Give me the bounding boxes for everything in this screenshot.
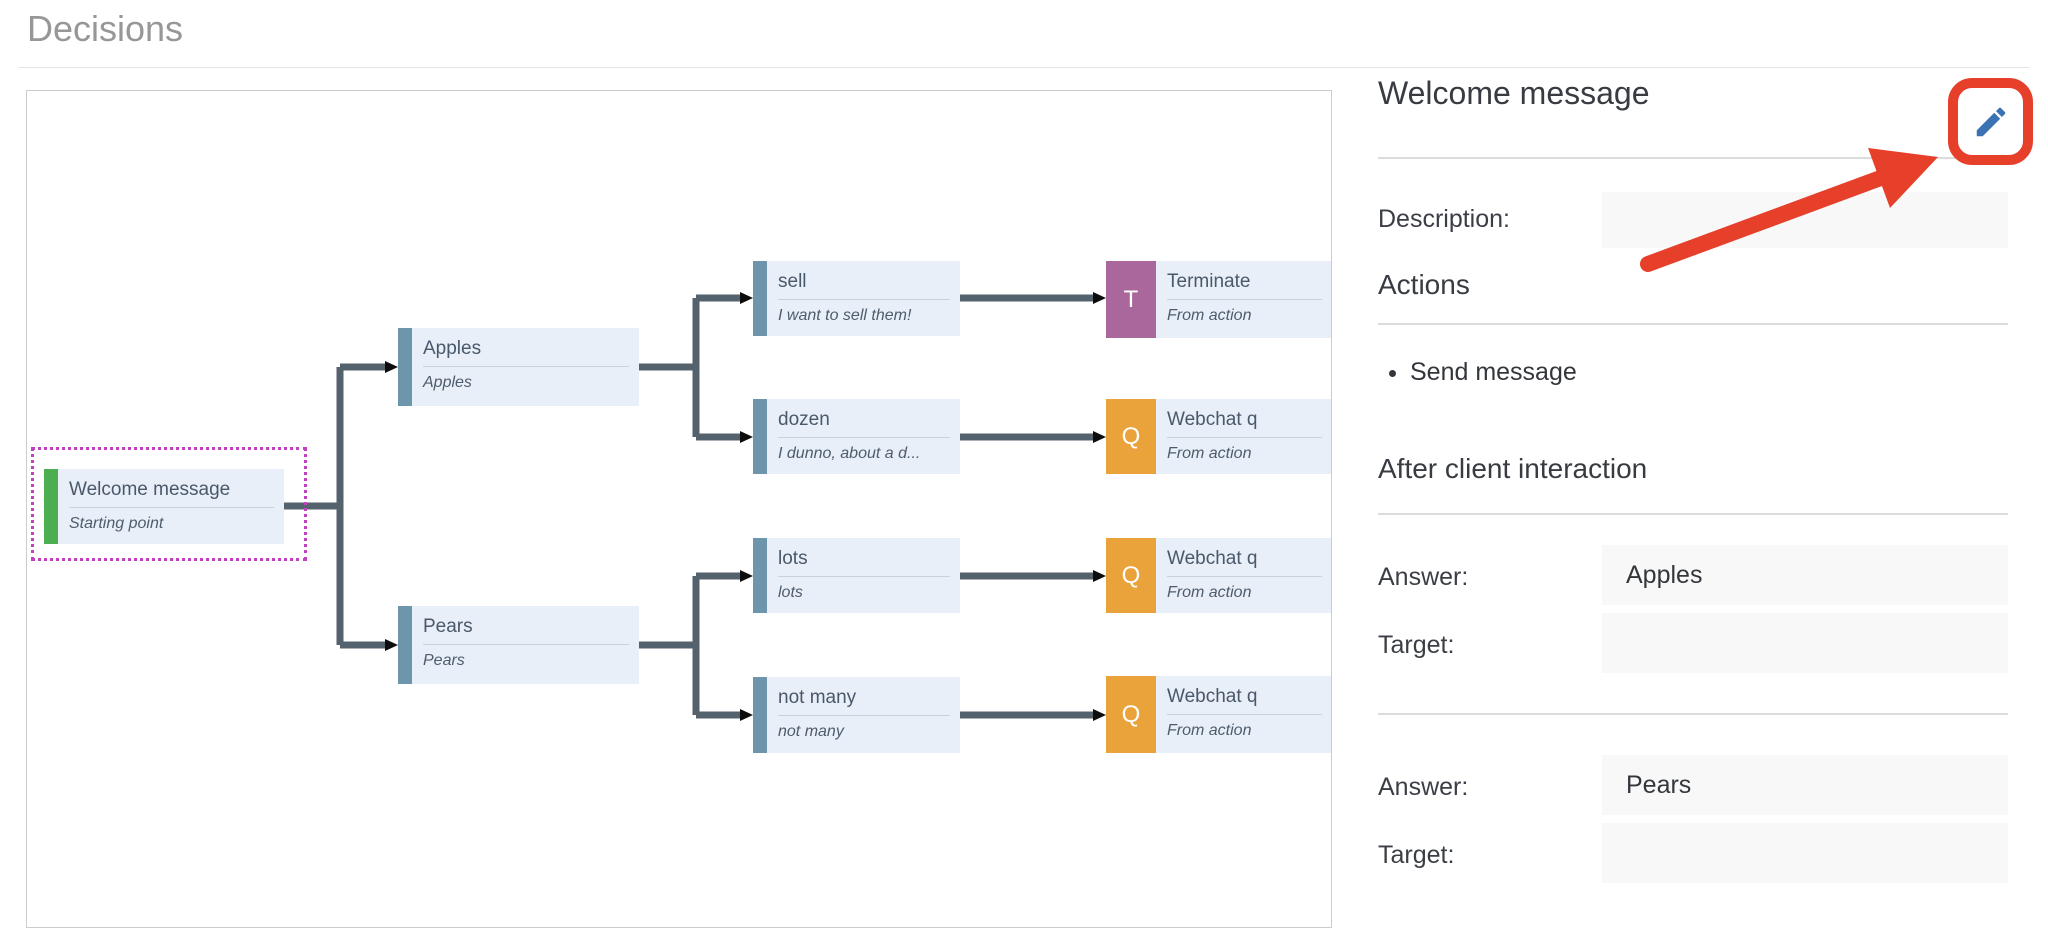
node-webchat-question[interactable]: Q Webchat q From action	[1106, 399, 1331, 474]
answer-label: Answer:	[1378, 773, 1469, 801]
panel-divider	[1378, 157, 2008, 159]
panel-divider	[1378, 713, 2008, 715]
question-badge-icon: Q	[1106, 399, 1156, 474]
answer-accent-bar	[753, 399, 767, 474]
node-webchat-question[interactable]: Q Webchat q From action	[1106, 676, 1331, 753]
node-divider	[1167, 437, 1322, 438]
node-not-many[interactable]: not many not many	[753, 677, 960, 753]
description-label: Description:	[1378, 205, 1510, 233]
node-subtitle: From action	[1167, 584, 1252, 601]
node-divider	[1167, 714, 1322, 715]
after-interaction-heading: After client interaction	[1378, 453, 1648, 484]
node-divider	[423, 366, 629, 367]
target-label: Target:	[1378, 631, 1455, 659]
node-subtitle: I want to sell them!	[778, 307, 912, 324]
node-divider	[778, 437, 950, 438]
answer-accent-bar	[398, 328, 412, 406]
node-divider	[1167, 299, 1322, 300]
answer-accent-bar	[753, 261, 767, 336]
node-title: Webchat q	[1167, 686, 1258, 707]
node-subtitle: From action	[1167, 722, 1252, 739]
node-title: Apples	[423, 338, 482, 359]
node-title: sell	[778, 271, 807, 292]
target-field	[1602, 613, 2008, 673]
node-title: lots	[778, 548, 808, 569]
node-title: dozen	[778, 409, 830, 430]
node-title: Welcome message	[69, 479, 231, 500]
answer-accent-bar	[398, 606, 412, 684]
node-title: Pears	[423, 616, 473, 637]
node-divider	[1167, 576, 1322, 577]
node-title: Terminate	[1167, 271, 1251, 292]
node-pears[interactable]: Pears Pears	[398, 606, 639, 684]
question-badge-icon: Q	[1106, 676, 1156, 753]
action-item: Send message	[1410, 357, 1577, 387]
connector-lines	[284, 292, 1106, 721]
node-sell[interactable]: sell I want to sell them!	[753, 261, 960, 336]
node-subtitle: lots	[778, 584, 803, 601]
node-title: Webchat q	[1167, 409, 1258, 430]
decision-tree-canvas: Welcome message Starting point Apples Ap…	[26, 90, 1332, 928]
actions-list: Send message	[1384, 357, 1577, 387]
page-title: Decisions	[27, 8, 184, 49]
node-welcome-message[interactable]: Welcome message Starting point	[44, 469, 284, 544]
panel-divider	[1378, 323, 2008, 325]
node-divider	[69, 507, 274, 508]
selected-node-outline	[31, 447, 307, 561]
edit-button[interactable]	[1958, 88, 2023, 155]
node-subtitle: From action	[1167, 307, 1252, 324]
actions-heading: Actions	[1378, 269, 1470, 300]
description-field	[1602, 192, 2008, 248]
node-webchat-question[interactable]: Q Webchat q From action	[1106, 538, 1331, 613]
node-apples[interactable]: Apples Apples	[398, 328, 639, 406]
node-divider	[778, 715, 950, 716]
node-terminate[interactable]: T Terminate From action	[1106, 261, 1331, 338]
start-accent-bar	[44, 469, 58, 544]
node-subtitle: From action	[1167, 445, 1252, 462]
answer-field: Pears	[1602, 755, 2008, 815]
node-subtitle: Pears	[423, 652, 465, 669]
page-divider	[18, 67, 2030, 68]
node-subtitle: Apples	[423, 374, 472, 391]
node-title: Webchat q	[1167, 548, 1258, 569]
node-dozen[interactable]: dozen I dunno, about a d...	[753, 399, 960, 474]
terminate-badge-icon: T	[1106, 261, 1156, 338]
question-badge-icon: Q	[1106, 538, 1156, 613]
node-subtitle: I dunno, about a d...	[778, 445, 921, 462]
answer-label: Answer:	[1378, 563, 1469, 591]
node-subtitle: not many	[778, 723, 844, 740]
node-divider	[423, 644, 629, 645]
node-title: not many	[778, 687, 857, 708]
node-lots[interactable]: lots lots	[753, 538, 960, 613]
panel-title: Welcome message	[1378, 75, 1650, 111]
node-divider	[778, 576, 950, 577]
pencil-icon	[1976, 107, 2005, 136]
target-label: Target:	[1378, 841, 1455, 869]
panel-divider	[1378, 513, 2008, 515]
node-details-panel: Welcome message Description: Actions Sen…	[1378, 75, 2008, 915]
answer-field: Apples	[1602, 545, 2008, 605]
target-field	[1602, 823, 2008, 883]
answer-accent-bar	[753, 538, 767, 613]
node-divider	[778, 299, 950, 300]
node-subtitle: Starting point	[69, 515, 164, 532]
answer-accent-bar	[753, 677, 767, 753]
